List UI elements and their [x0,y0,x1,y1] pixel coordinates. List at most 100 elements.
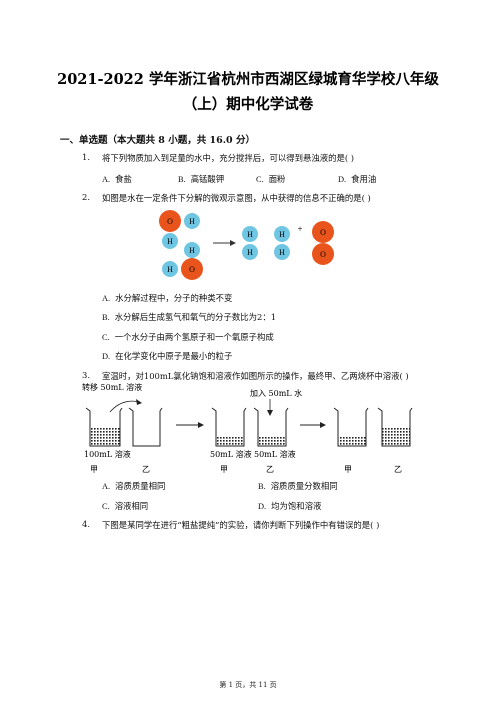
question-3: 3. 室温时，对100mL氯化钠饱和溶液作如图所示的操作，最终甲、乙两烧杯中溶液… [82,370,462,382]
document-title-line1: 2021-2022 学年浙江省杭州市西湖区绿城育华学校八年级 [57,71,439,88]
beaker-jia-stage3 [333,407,369,447]
oxygen-atom [312,243,334,265]
hydrogen-atom [242,226,258,242]
beaker-yi-stage1 [128,407,163,447]
beaker-label-yi: 乙 [266,465,274,474]
option-text: 溶质质量分数相同 [270,481,338,491]
q2-option-d: D. 在化学变化中原子是最小的粒子 [102,350,232,362]
option-text: 在化学变化中原子是最小的粒子 [115,351,233,361]
beaker-outline [377,407,413,447]
atom-label-o: O [189,265,195,274]
option-key: B. [102,313,110,322]
question-number: 3. [82,370,90,380]
q3-option-b: B. 溶质质量分数相同 [258,480,338,492]
question-number: 1. [82,152,90,162]
oxygen-atom [312,221,334,243]
option-text: 均为饱和溶液 [271,501,322,511]
q2-option-c: C. 一个水分子由两个氢原子和一个氧原子构成 [102,331,274,343]
option-key: A. [102,294,111,303]
water-molecule: H H O [162,242,203,280]
volume-label-100ml: 100mL 溶液 [84,449,131,459]
option-key: B. [258,482,266,491]
atom-label-h: H [279,230,285,239]
option-key: B. [178,175,186,184]
atom-label-o: O [167,217,173,226]
solution-fill [216,436,244,445]
option-text: 高锰酸钾 [190,174,225,184]
q1-option-d: D. 食用油 [338,173,376,185]
atom-label-o: O [320,250,326,259]
question-4: 4. 下图是某同学在进行“粗盐提纯”的实验，请你判断下列操作中有错误的是( ) [82,519,462,531]
beaker-outline [85,407,123,447]
hydrogen-atom [274,244,290,260]
q2-option-a: A. 水分解过程中，分子的种类不变 [102,292,232,304]
q3-option-a: A. 溶质质量相同 [102,480,165,492]
beaker-outline [128,407,163,447]
option-text: 溶质质量相同 [115,481,166,491]
q3-option-d: D.均为饱和溶液 [258,500,321,512]
atom-label-h: H [279,248,285,257]
beaker-yi-stage2 [253,407,289,447]
atom-label-h: H [167,265,173,274]
beaker-label-jia: 甲 [344,465,352,474]
question-number: 4. [82,519,90,529]
beaker-dilution-diagram: 转移 50mL 溶液 加入 50mL 水 100mL 溶液 50mL 溶液 [82,382,413,474]
page-footer: 第 1 页，共 11 页 [219,681,277,689]
option-key: A. [102,482,111,491]
option-text: 面粉 [268,174,286,184]
option-key: A. [102,175,111,184]
atom-label-h: H [247,248,253,257]
hydrogen-atom [184,242,200,258]
q3-option-c: C. 溶液相同 [102,500,148,512]
beaker-label-yi: 乙 [394,465,402,474]
option-key: C. [102,333,110,342]
atom-label-h: H [247,230,253,239]
q1-option-a: A. 食盐 [102,173,132,185]
volume-label-50ml: 50mL 溶液 [254,449,296,459]
option-key: D. [102,352,111,361]
hydrogen-atom [184,213,200,229]
q1-option-c: C. 面粉 [256,173,285,185]
q1-option-b: B. 高锰酸钾 [178,173,224,185]
hydrogen-atom [162,233,178,249]
transfer-label: 转移 50mL 溶液 [82,382,142,392]
option-text: 食盐 [115,174,132,184]
oxygen-atom [181,258,203,280]
option-key: D. [338,175,347,184]
option-text: 食用油 [351,174,377,184]
document-title-line2: （上）期中化学试卷 [182,96,314,113]
transfer-arrow-head [136,399,142,405]
transfer-arrow [109,400,141,413]
question-text: 下图是某同学在进行“粗盐提纯”的实验，请你判断下列操作中有错误的是( ) [102,520,380,530]
question-1: 1. 将下列物质加入到足量的水中，充分搅拌后，可以得到悬浊液的是( ) [82,152,462,164]
option-text: 水分解后生成氢气和氧气的分子数比为2：1 [114,312,277,322]
beaker-yi-stage3 [377,407,413,447]
reaction-arrow-head [230,240,236,246]
question-text: 将下列物质加入到足量的水中，充分搅拌后，可以得到悬浊液的是( ) [102,153,355,163]
beaker-jia-stage2 [211,407,247,447]
beaker-outline [211,407,247,447]
question-number: 2. [82,192,90,202]
solution-fill [90,428,120,445]
process-arrow-head [320,422,326,428]
solution-fill [338,436,366,445]
water-molecule: O H H [159,210,200,249]
hydrogen-atom [242,244,258,260]
add-water-label: 加入 50mL 水 [250,388,302,398]
question-text: 如图是水在一定条件下分解的微观示意图，从中获得的信息不正确的是( ) [102,193,371,203]
hydrogen-atom [274,226,290,242]
option-text: 水分解过程中，分子的种类不变 [115,293,233,303]
atom-label-h: H [167,237,173,246]
atom-label-h: H [189,217,195,226]
beaker-outline [253,407,289,447]
option-key: C. [256,175,264,184]
add-water-arrow-head [267,410,273,416]
option-key: C. [102,502,110,511]
option-text: 一个水分子由两个氢原子和一个氧原子构成 [114,332,274,342]
section-heading: 一、单选题（本大题共 8 小题，共 16.0 分） [60,135,255,146]
beaker-label-jia: 甲 [220,465,228,474]
solution-fill [258,436,286,445]
water-decomposition-diagram: O H H H H O H H H H + O O [159,210,334,280]
option-text: 溶液相同 [114,501,149,511]
q2-option-b: B. 水分解后生成氢气和氧气的分子数比为2：1 [102,311,276,323]
